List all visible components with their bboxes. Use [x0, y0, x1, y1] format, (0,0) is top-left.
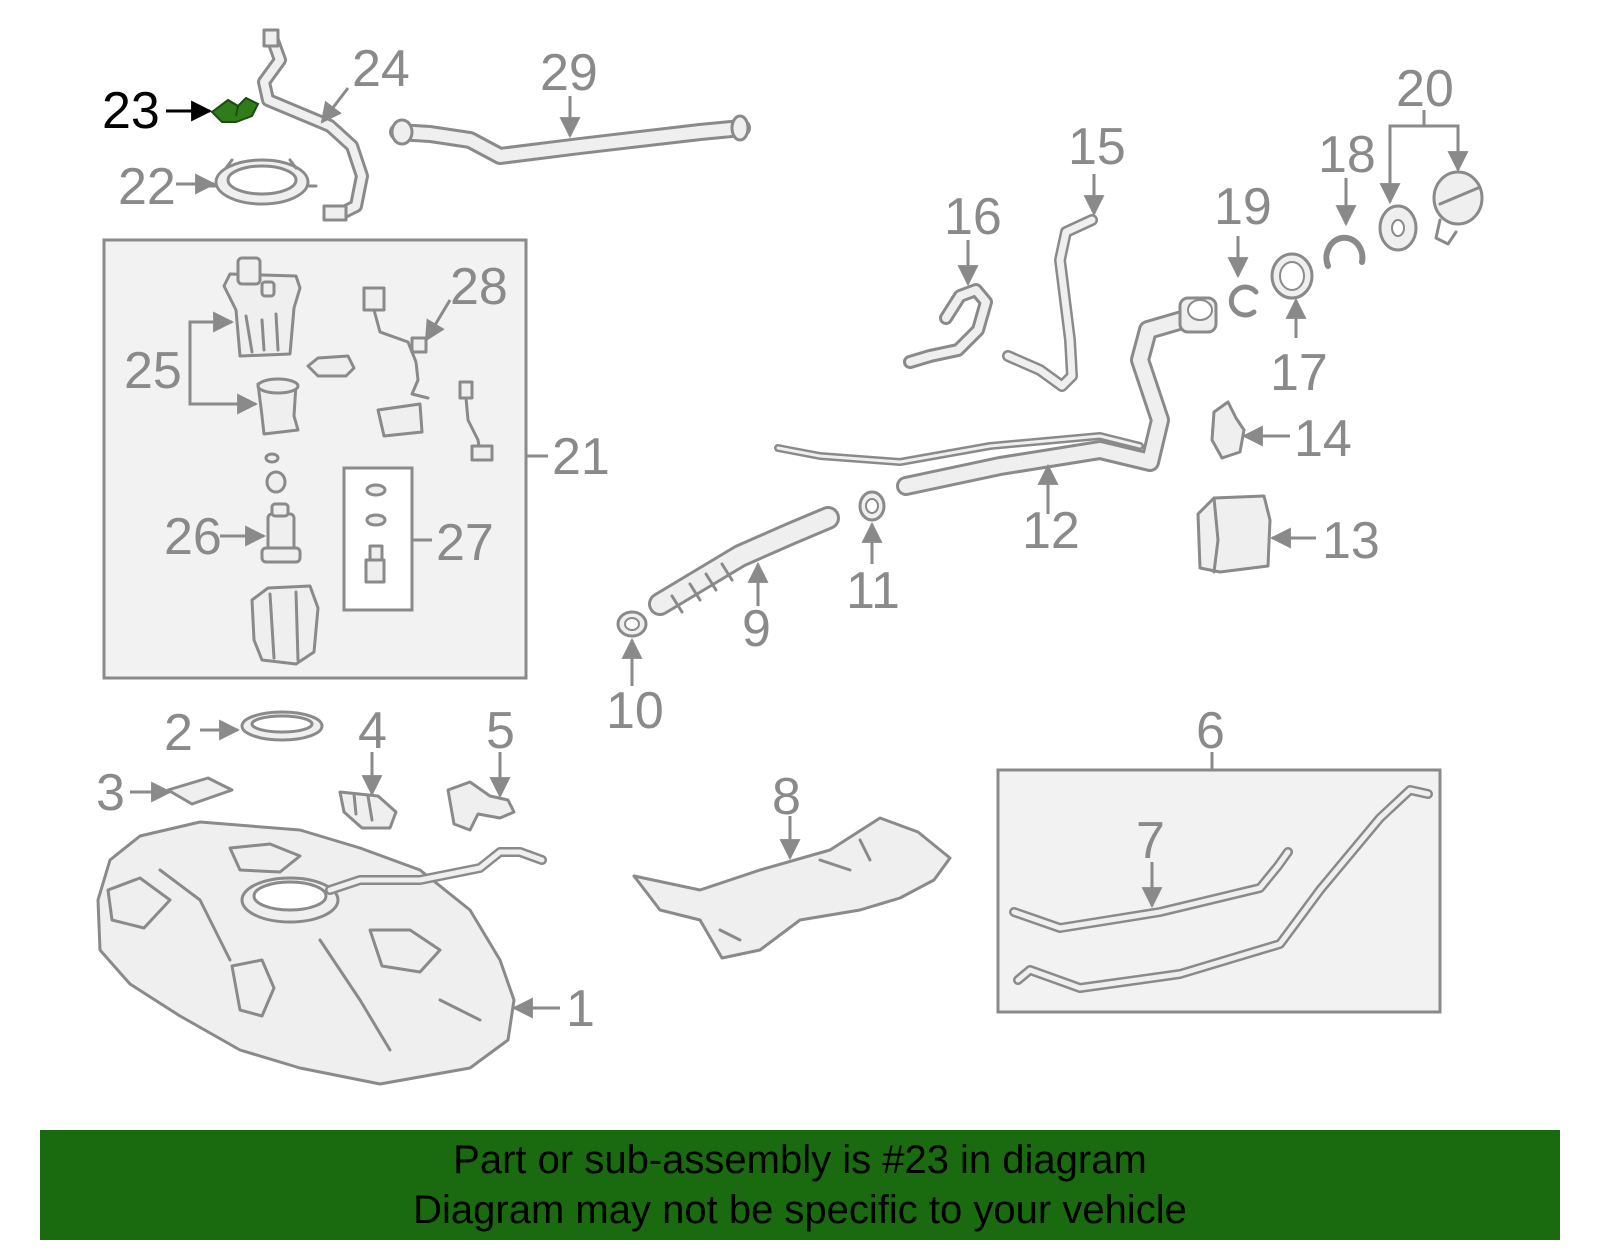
part-4-clip — [338, 790, 398, 830]
callout-26-label: 26 — [164, 508, 222, 566]
info-banner: Part or sub-assembly is #23 in diagram D… — [40, 1130, 1560, 1240]
callout-14-label: 14 — [1294, 410, 1352, 468]
callout-17-label: 17 — [1270, 344, 1328, 402]
banner-line-2: Diagram may not be specific to your vehi… — [413, 1188, 1187, 1232]
part-11-clamp — [858, 490, 886, 522]
callout-21-label: 21 — [552, 428, 610, 486]
callout-16-label: 16 — [944, 188, 1002, 246]
part-1-fuel-tank — [96, 820, 547, 1086]
part-17-ring — [1270, 252, 1314, 300]
callout-5-label: 5 — [486, 702, 515, 760]
banner-line-1: Part or sub-assembly is #23 in diagram — [453, 1138, 1147, 1182]
callout-15-label: 15 — [1068, 118, 1126, 176]
part-24-line — [257, 28, 369, 222]
part-6-strap-box — [996, 768, 1442, 1014]
callout-28-label: 28 — [450, 258, 508, 316]
part-13-bracket — [1196, 494, 1272, 574]
callout-8-label: 8 — [772, 768, 801, 826]
callout-13-label: 13 — [1322, 512, 1380, 570]
part-28-harness — [362, 286, 494, 462]
part-23-highlighted[interactable] — [210, 96, 260, 123]
part-25-filter — [256, 377, 300, 436]
part-19-ring — [1228, 284, 1259, 318]
callout-19-label: 19 — [1214, 178, 1272, 236]
callout-9-label: 9 — [742, 600, 771, 658]
callout-10-label: 10 — [606, 682, 664, 740]
part-25-pump-housing — [222, 256, 302, 358]
callout-12-label: 12 — [1022, 502, 1080, 560]
part-26-fuel-pump — [260, 502, 302, 564]
part-6-strap — [1013, 785, 1433, 993]
part-10-clamp — [616, 610, 648, 638]
part-5-sensor — [446, 780, 516, 832]
part-3-pad — [166, 776, 234, 806]
callout-7-label: 7 — [1136, 812, 1165, 870]
callout-24-arrow — [320, 87, 350, 124]
part-pump-bracket — [250, 584, 320, 666]
part-7-strap — [1009, 847, 1293, 933]
part-12-filler-pipe — [774, 296, 1218, 496]
callout-23-label: 23 — [102, 82, 160, 140]
part-15-tube — [1002, 214, 1098, 392]
part-pump-orings — [264, 452, 287, 494]
part-9-filler-hose — [648, 506, 840, 616]
callout-2-label: 2 — [164, 704, 193, 762]
part-14-valve — [1210, 400, 1246, 460]
callout-29-label: 29 — [540, 44, 598, 102]
callout-28-arrow — [424, 299, 452, 342]
callout-1-label: 1 — [566, 980, 595, 1038]
callout-18-label: 18 — [1318, 126, 1376, 184]
part-16-hose — [903, 283, 993, 369]
callout-25-label: 25 — [124, 342, 182, 400]
part-20-fuel-cap — [1378, 170, 1484, 252]
callout-3-label: 3 — [96, 764, 125, 822]
part-18-ring — [1323, 234, 1366, 269]
callout-20-label: 20 — [1396, 60, 1454, 118]
callout-11-label: 11 — [846, 562, 900, 620]
callout-24-label: 24 — [352, 40, 410, 98]
part-8-heat-shield — [632, 816, 952, 960]
callout-27-label: 27 — [436, 514, 494, 572]
part-2-gasket — [240, 710, 324, 742]
part-22-lock-ring — [206, 158, 318, 206]
callout-4-label: 4 — [358, 702, 387, 760]
part-27-gaskets — [364, 483, 387, 584]
callout-22-label: 22 — [118, 158, 176, 216]
part-25-clip — [306, 354, 356, 378]
part-29-hose — [389, 114, 751, 165]
callout-6-label: 6 — [1196, 702, 1225, 760]
